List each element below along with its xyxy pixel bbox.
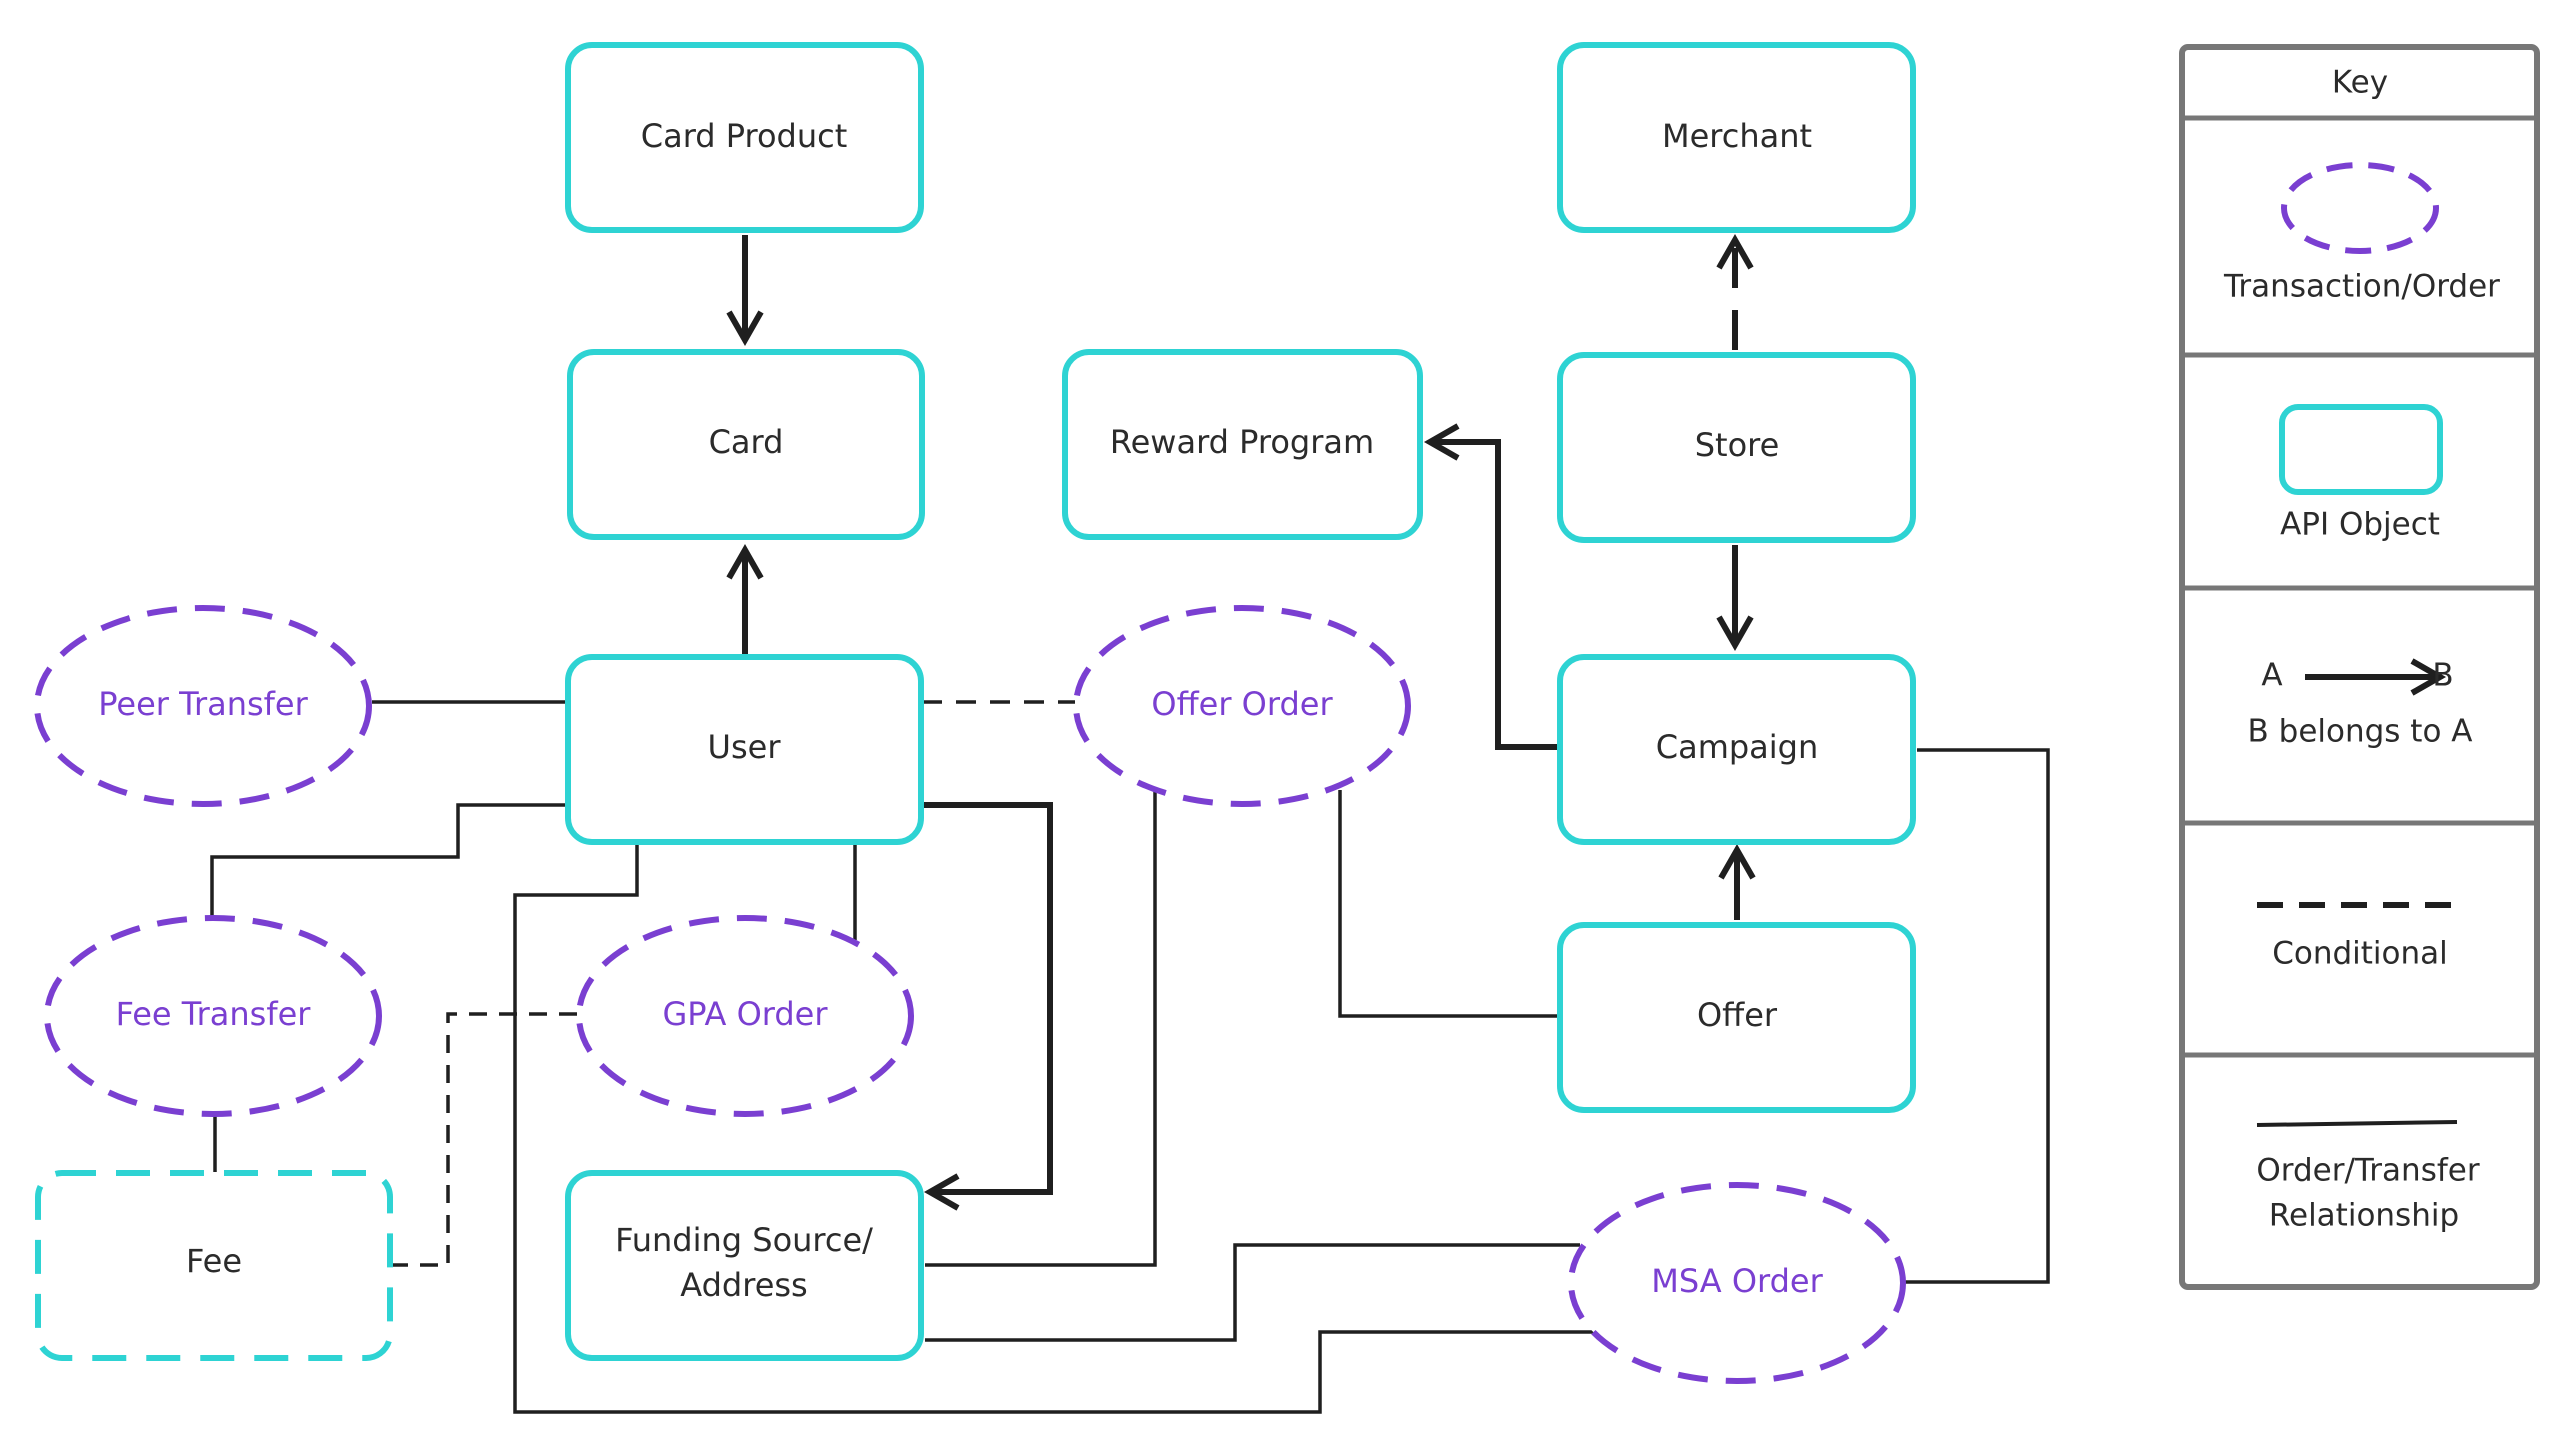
user-label: User: [708, 728, 782, 766]
key-relationship-label-line2: Relationship: [2269, 1198, 2459, 1234]
connectors: [210, 233, 2050, 1414]
reward-program-label: Reward Program: [1110, 423, 1374, 461]
key-transaction-ellipse-swatch: [2281, 162, 2439, 254]
line-user-fee-transfer: [210, 803, 567, 918]
key-api-object-label: API Object: [2280, 507, 2440, 543]
key-title: Key: [2332, 65, 2388, 101]
campaign-label: Campaign: [1656, 728, 1819, 766]
fee-transfer-ellipse[interactable]: Fee Transfer: [44, 915, 382, 1117]
offer-box[interactable]: Offer: [1557, 922, 1916, 1113]
merchant-label: Merchant: [1662, 117, 1812, 155]
gpa-order-ellipse[interactable]: GPA Order: [576, 915, 914, 1117]
offer-order-ellipse[interactable]: Offer Order: [1073, 605, 1411, 807]
store-box[interactable]: Store: [1557, 352, 1916, 543]
card-box[interactable]: Card: [567, 349, 925, 540]
funding-source-label-line1: Funding Source/: [615, 1221, 873, 1259]
key-conditional-label: Conditional: [2272, 936, 2448, 972]
card-product-box[interactable]: Card Product: [565, 42, 924, 233]
line-offer-order-offer: [1338, 790, 1560, 1018]
msa-order-ellipse[interactable]: MSA Order: [1568, 1182, 1906, 1384]
line-campaign-msa-order: [1905, 748, 2050, 1284]
fee-transfer-label: Fee Transfer: [116, 995, 312, 1033]
line-fee-gpa-order: [390, 1012, 580, 1267]
campaign-box[interactable]: Campaign: [1557, 654, 1916, 845]
orders: Peer Transfer Offer Order Fee Transfer G…: [34, 605, 1906, 1384]
peer-transfer-ellipse[interactable]: Peer Transfer: [34, 605, 372, 807]
funding-source-label-line2: Address: [680, 1266, 807, 1304]
line-offer-order-funding-source: [925, 790, 1157, 1267]
offer-order-label: Offer Order: [1151, 685, 1333, 723]
key-belongs-to-label: B belongs to A: [2248, 714, 2473, 750]
gpa-order-label: GPA Order: [662, 995, 828, 1033]
line-user-msa-order: [513, 845, 1595, 1414]
key-arrow-b-label: B: [2432, 658, 2453, 694]
key-panel: Key Transaction/Order API Object A B B b…: [2179, 44, 2540, 1290]
reward-program-box[interactable]: Reward Program: [1062, 349, 1423, 540]
card-label: Card: [709, 423, 784, 461]
key-api-object-swatch: [2279, 404, 2443, 495]
user-box[interactable]: User: [565, 654, 924, 845]
msa-order-label: MSA Order: [1651, 1262, 1823, 1300]
line-funding-source-msa-order: [925, 1243, 1580, 1342]
store-label: Store: [1695, 426, 1780, 464]
card-product-label: Card Product: [641, 117, 848, 155]
key-relationship-label-line1: Order/Transfer: [2256, 1153, 2479, 1189]
peer-transfer-label: Peer Transfer: [98, 685, 308, 723]
fee-box[interactable]: Fee: [35, 1170, 393, 1361]
offer-label: Offer: [1697, 996, 1778, 1034]
key-relationship-swatch: [2256, 1120, 2458, 1127]
funding-source-box[interactable]: Funding Source/ Address: [565, 1170, 924, 1361]
arrow-campaign-to-reward-program: [1423, 423, 1557, 750]
merchant-box[interactable]: Merchant: [1557, 42, 1916, 233]
key-transaction-order-label: Transaction/Order: [2223, 269, 2500, 305]
arrow-user-to-funding-source: [922, 802, 1053, 1211]
fee-label: Fee: [186, 1242, 242, 1280]
key-arrow-a-label: A: [2261, 658, 2282, 694]
api-objects: Card Product Card Reward Program Merchan…: [35, 42, 1916, 1361]
